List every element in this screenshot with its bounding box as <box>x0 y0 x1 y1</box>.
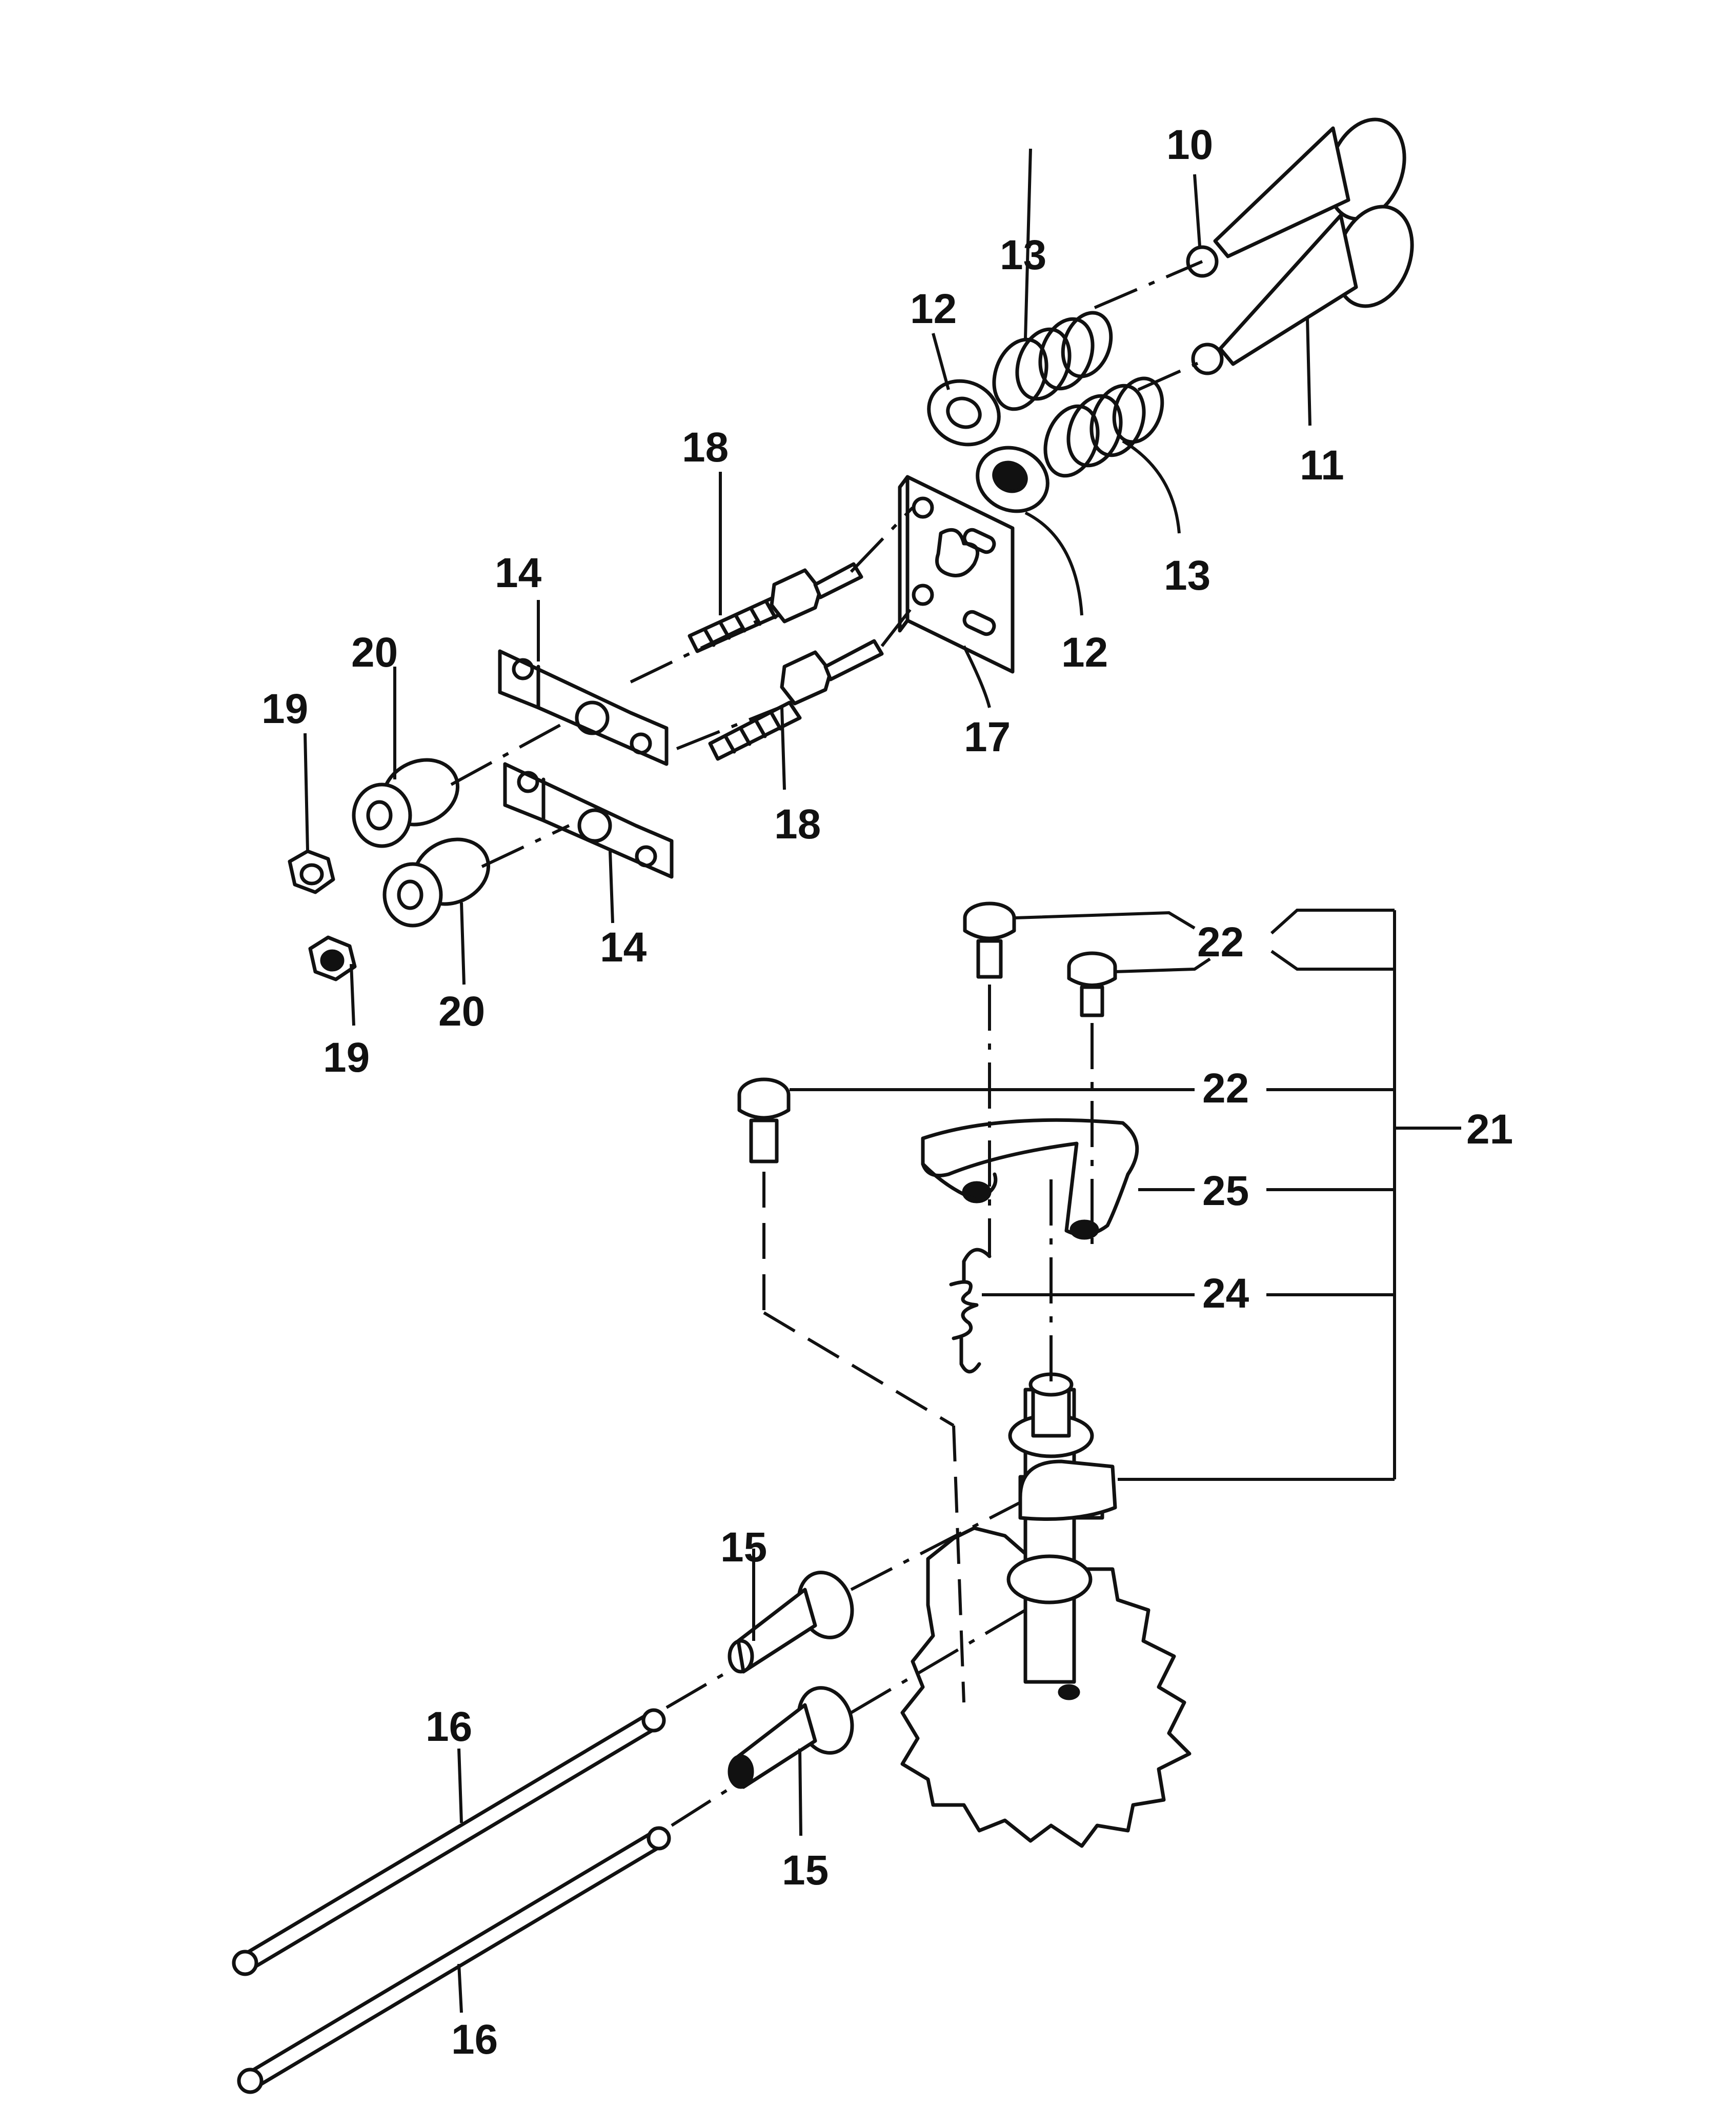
callout-22-middle: 22 <box>1202 1065 1249 1112</box>
callout-18-lower: 18 <box>774 801 821 848</box>
alignment-lines <box>450 260 1208 1827</box>
screw-22-left <box>737 1077 791 1163</box>
rocker-arm-14-upper <box>498 649 669 766</box>
tappet-15-lower <box>728 1686 854 1789</box>
callout-15-lower: 15 <box>782 1847 829 1894</box>
valve-11 <box>1191 205 1414 375</box>
nut-19-upper <box>288 849 335 894</box>
push-rod-16-lower <box>237 1826 671 2094</box>
callout-19-lower: 19 <box>323 1034 370 1081</box>
callout-13-upper: 13 <box>1000 232 1046 278</box>
rocker-arm-14-lower <box>503 762 674 879</box>
adjusting-stud-18-lower <box>708 639 884 761</box>
adjusting-stud-18-upper <box>688 562 863 653</box>
callout-14-upper: 14 <box>495 550 542 596</box>
callout-21: 21 <box>1466 1106 1513 1153</box>
spring-retainer-12-lower <box>976 446 1049 513</box>
callout-12-upper: 12 <box>910 286 957 332</box>
pivot-ball-20-upper <box>352 758 460 848</box>
nut-19-lower <box>308 935 357 981</box>
screw-22-top <box>963 901 1016 979</box>
callout-16-upper: 16 <box>426 1703 472 1750</box>
callout-12-lower: 12 <box>1061 629 1108 676</box>
callout-22-upper: 22 <box>1197 919 1244 966</box>
screw-22-middle <box>1067 951 1117 1017</box>
governor-spring-24 <box>949 1248 992 1374</box>
callout-10: 10 <box>1166 122 1213 168</box>
callout-20-upper: 20 <box>351 629 398 676</box>
pivot-ball-20-lower <box>382 837 491 928</box>
callout-25: 25 <box>1202 1168 1249 1214</box>
callout-16-lower: 16 <box>451 2016 498 2063</box>
callout-24: 24 <box>1202 1270 1249 1317</box>
callout-14-lower: 14 <box>600 924 647 971</box>
tappet-15-upper <box>728 1571 854 1674</box>
governor-weight-25 <box>921 1118 1139 1240</box>
callout-18-upper: 18 <box>682 424 729 471</box>
callout-15-upper: 15 <box>720 1524 767 1571</box>
guide-plate-17 <box>898 475 1015 674</box>
valve-spring-13-lower <box>1043 376 1164 478</box>
camshaft-21 <box>900 1372 1192 1848</box>
callout-17: 17 <box>964 714 1011 760</box>
spring-retainer-12-upper <box>927 379 1001 447</box>
push-rod-16-upper <box>232 1708 666 1976</box>
callout-20-lower: 20 <box>438 988 485 1035</box>
leader-lines <box>304 148 1461 2013</box>
valve-spring-13-upper <box>992 311 1113 411</box>
callout-13-lower: 13 <box>1164 552 1210 599</box>
callout-19-upper: 19 <box>261 686 308 732</box>
callout-labels: 10 11 12 12 13 13 14 14 15 15 16 16 17 1… <box>261 122 1513 2063</box>
callout-11: 11 <box>1300 442 1344 489</box>
